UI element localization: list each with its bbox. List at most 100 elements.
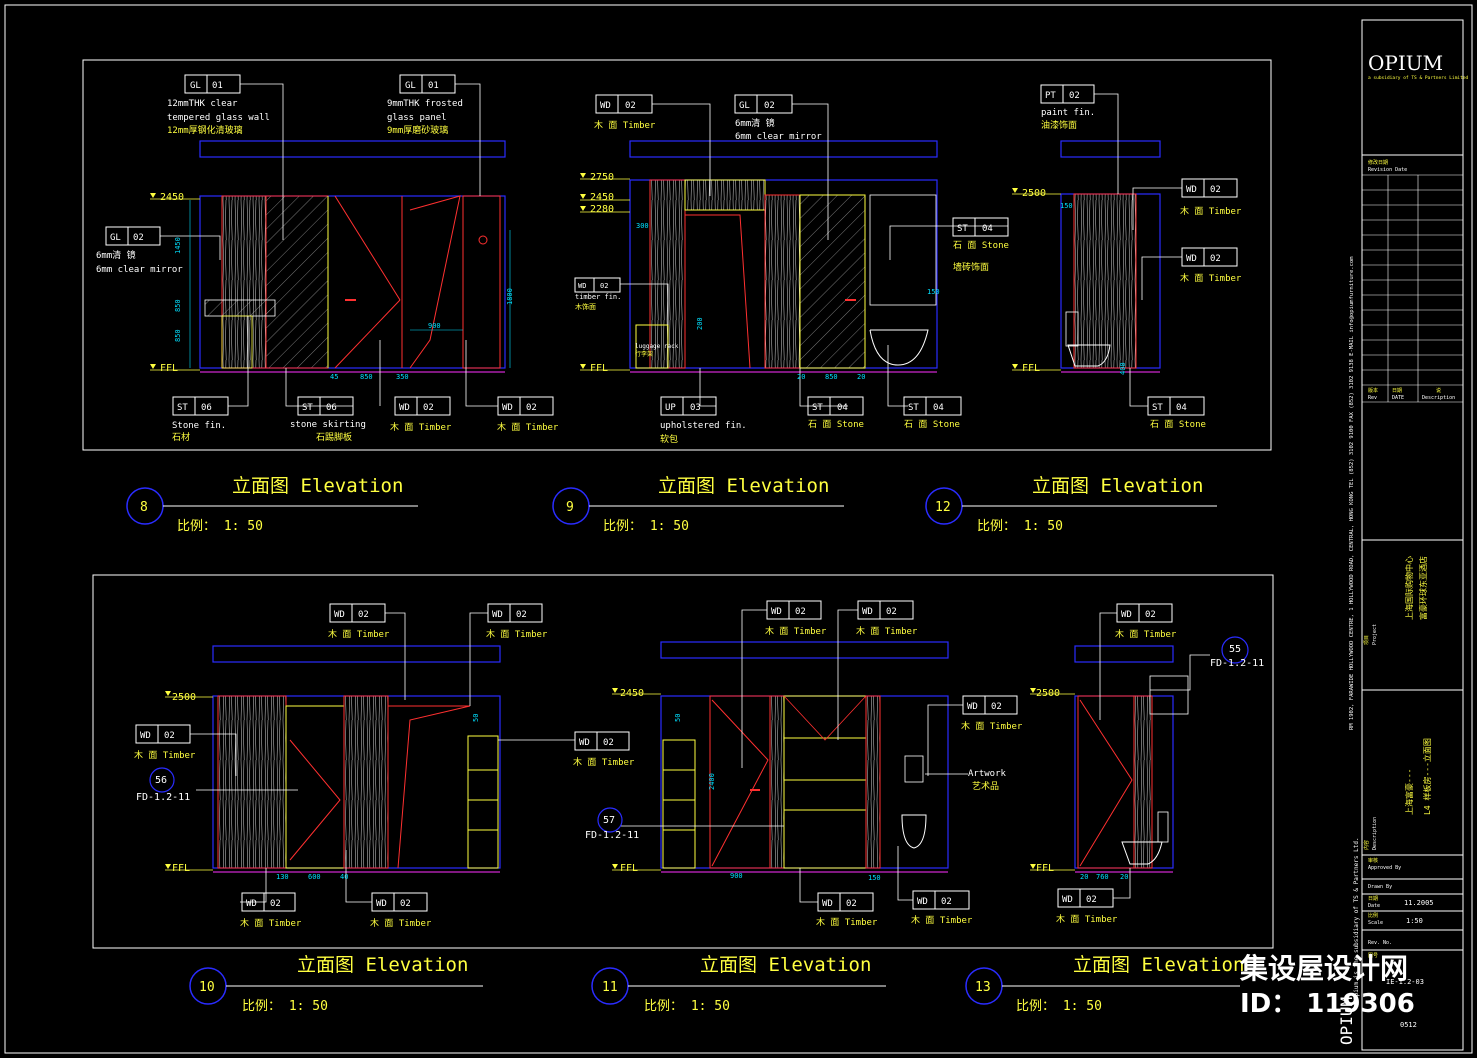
svg-text:ST: ST [302, 403, 313, 413]
svg-text:行李架: 行李架 [635, 350, 653, 358]
svg-text:石材: 石材 [172, 431, 190, 443]
detail-ref-57: 57 FD-1.2-11 [585, 815, 639, 841]
svg-text:木 面 Timber: 木 面 Timber [856, 625, 918, 637]
bottom-row-frame [92, 574, 1274, 949]
svg-text:glass panel: glass panel [387, 113, 447, 123]
logo: OPIUM [1368, 51, 1443, 75]
svg-text:1450: 1450 [174, 237, 182, 254]
tag-wd02-10a: WD 02 木 面 Timber [328, 603, 390, 640]
svg-text:150: 150 [927, 288, 940, 296]
tag-gl02-mirror: GL 02 6mm清 镜 6mm clear mirror [96, 226, 183, 275]
svg-text:WD: WD [917, 897, 928, 907]
svg-text:6mm clear mirror: 6mm clear mirror [96, 265, 183, 275]
svg-text:10: 10 [199, 980, 215, 995]
svg-text:timber fin.: timber fin. [575, 293, 621, 301]
top-row-frame [82, 59, 1272, 451]
svg-text:ST: ST [812, 403, 823, 413]
svg-text:说: 说 [1436, 387, 1441, 394]
svg-text:WD: WD [578, 282, 586, 290]
svg-text:木 面 Timber: 木 面 Timber [370, 917, 432, 929]
svg-text:日期: 日期 [1392, 388, 1402, 394]
svg-text:02: 02 [423, 403, 434, 413]
svg-text:集设屋设计网: 集设屋设计网 [1239, 952, 1408, 985]
svg-text:FFL: FFL [1022, 363, 1040, 374]
tag-wd02-timber: WD 02 木 面 Timber [594, 94, 656, 131]
svg-text:木 面 Timber: 木 面 Timber [573, 756, 635, 768]
svg-text:02: 02 [941, 897, 952, 907]
elevation-8 [150, 83, 511, 407]
svg-text:木 面 Timber: 木 面 Timber [816, 916, 878, 928]
tag-gl01-frosted-panel: GL 01 9mmTHK frosted glass panel 9mm厚磨砂玻… [387, 74, 463, 136]
svg-text:比例: 比例 [1368, 912, 1378, 919]
svg-text:04: 04 [1176, 403, 1187, 413]
svg-text:850: 850 [174, 299, 182, 312]
svg-text:UP: UP [665, 403, 676, 413]
svg-text:6mm清 镜: 6mm清 镜 [96, 249, 136, 261]
svg-text:a subsidiary of TS & Partners: a subsidiary of TS & Partners Limited [1368, 75, 1469, 81]
svg-text:02: 02 [795, 607, 806, 617]
svg-text:比例： 1: 50: 比例： 1: 50 [644, 999, 730, 1014]
svg-text:FD-1.2-11: FD-1.2-11 [136, 792, 190, 803]
svg-text:04: 04 [982, 224, 993, 234]
svg-text:2400: 2400 [708, 773, 716, 790]
svg-text:比例： 1: 50: 比例： 1: 50 [603, 519, 689, 534]
svg-text:150: 150 [1060, 202, 1073, 210]
svg-text:木 面 Timber: 木 面 Timber [1180, 205, 1242, 217]
svg-text:9mmTHK frosted: 9mmTHK frosted [387, 99, 463, 109]
svg-text:300: 300 [636, 222, 649, 230]
caption-8: 8 立面图 Elevation 比例： 1: 50 [126, 475, 418, 534]
svg-text:修改日期: 修改日期 [1368, 159, 1388, 166]
svg-text:200: 200 [696, 317, 704, 330]
svg-text:02: 02 [600, 282, 608, 290]
tag-wd02-10b: WD 02 木 面 Timber [486, 603, 548, 640]
svg-text:50: 50 [674, 714, 682, 722]
tag-st04-c: ST 04 石 面 Stone [903, 396, 962, 430]
svg-text:12mmTHK clear: 12mmTHK clear [167, 99, 238, 109]
svg-text:02: 02 [164, 731, 175, 741]
svg-text:木 面 Timber: 木 面 Timber [240, 917, 302, 929]
sheet-border [4, 4, 1473, 1054]
caption-12: 12 立面图 Elevation 比例： 1: 50 [925, 475, 1217, 534]
svg-text:stone skirting: stone skirting [290, 420, 366, 430]
svg-text:02: 02 [270, 899, 281, 909]
svg-text:比例： 1: 50: 比例： 1: 50 [242, 999, 328, 1014]
svg-text:2500: 2500 [1022, 188, 1046, 199]
svg-text:审核: 审核 [1368, 857, 1378, 864]
svg-text:立面图 Elevation: 立面图 Elevation [1073, 954, 1244, 976]
svg-text:06: 06 [201, 403, 212, 413]
svg-text:12: 12 [935, 500, 951, 515]
elevation-9 [580, 103, 1008, 407]
watermark: 集设屋设计网 ID： 119306 [1239, 952, 1415, 1019]
svg-text:850: 850 [825, 373, 838, 381]
tag-wd02-13a: WD 02 木 面 Timber [1115, 603, 1177, 640]
svg-text:上海富豪---: 上海富豪--- [1404, 769, 1414, 815]
tag-wd02-12a: WD 02 木 面 Timber [1180, 178, 1242, 217]
svg-text:02: 02 [526, 403, 537, 413]
svg-text:20: 20 [857, 373, 865, 381]
svg-text:WD: WD [1121, 610, 1132, 620]
svg-text:luggage rack: luggage rack [635, 343, 679, 350]
svg-text:Revision Date: Revision Date [1368, 167, 1407, 173]
detail-ref-56: 56 FD-1.2-11 [136, 775, 190, 803]
svg-text:02: 02 [1210, 254, 1221, 264]
tag-wd02-11b: WD 02 木 面 Timber [856, 600, 918, 637]
svg-text:6mm clear mirror: 6mm clear mirror [735, 132, 822, 142]
svg-text:比例： 1: 50: 比例： 1: 50 [1016, 999, 1102, 1014]
svg-text:02: 02 [625, 101, 636, 111]
svg-text:DATE: DATE [1392, 395, 1404, 401]
svg-text:GL: GL [739, 101, 750, 111]
svg-text:WD: WD [822, 899, 833, 909]
svg-text:内容: 内容 [1363, 840, 1370, 850]
svg-text:WD: WD [1186, 185, 1197, 195]
svg-text:立面图 Elevation: 立面图 Elevation [232, 475, 403, 497]
svg-text:02: 02 [1210, 185, 1221, 195]
svg-text:Rev: Rev [1368, 395, 1377, 401]
svg-text:8: 8 [140, 500, 148, 515]
tag-pt02-paint: PT 02 paint fin. 油漆饰面 [1040, 84, 1095, 131]
svg-text:上海国际购物中心: 上海国际购物中心 [1404, 556, 1414, 620]
svg-text:50: 50 [472, 714, 480, 722]
svg-text:ST: ST [1152, 403, 1163, 413]
svg-text:立面图 Elevation: 立面图 Elevation [658, 475, 829, 497]
svg-text:软包: 软包 [660, 433, 678, 445]
tag-st04-b: ST 04 石 面 Stone [807, 396, 864, 430]
